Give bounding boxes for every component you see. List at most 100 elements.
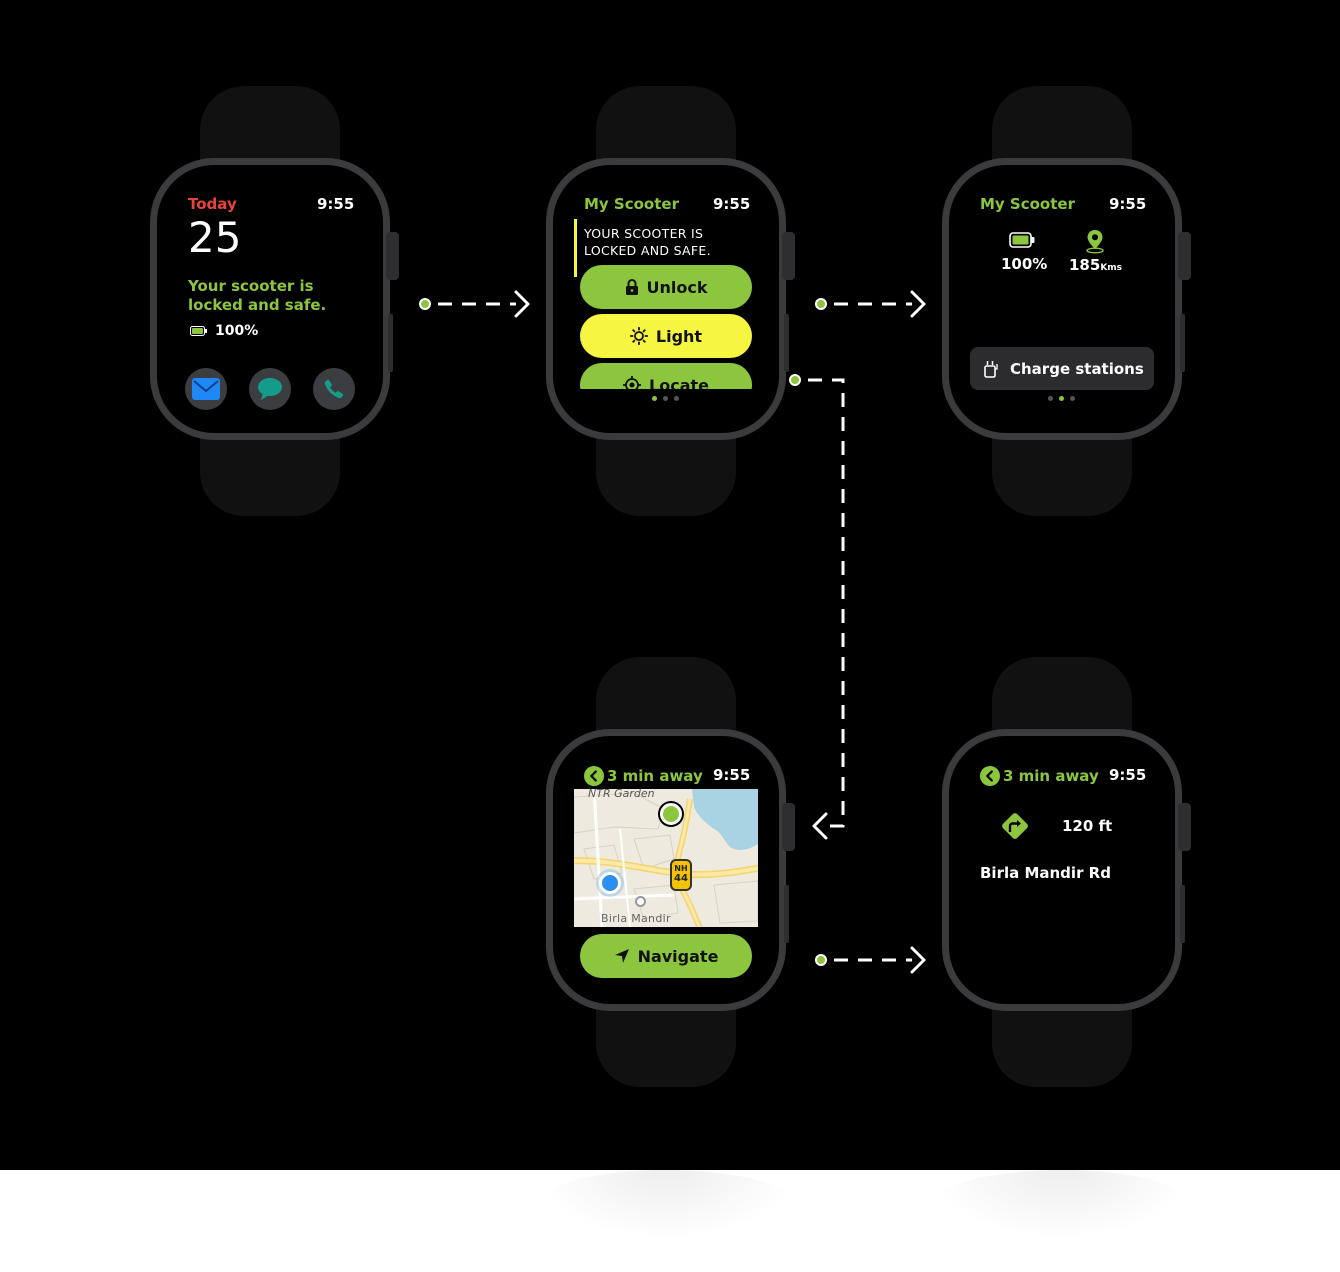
connector-controls-to-status xyxy=(815,290,926,318)
poi-marker xyxy=(635,896,646,907)
ev-charger-icon xyxy=(984,360,998,378)
watch-shadow xyxy=(932,1170,1192,1240)
locate-button[interactable]: Locate xyxy=(580,363,752,389)
street-name: Birla Mandir Rd xyxy=(980,864,1111,882)
side-button[interactable] xyxy=(1180,314,1185,372)
connector-home-to-controls xyxy=(419,290,530,318)
user-location-marker xyxy=(599,872,621,894)
digital-crown[interactable] xyxy=(782,803,795,851)
side-button[interactable] xyxy=(784,314,789,372)
battery-row: 100% xyxy=(190,323,258,339)
eta-label: 3 min away xyxy=(1003,767,1099,785)
back-chevron-icon xyxy=(584,766,604,786)
digital-crown[interactable] xyxy=(1178,232,1191,280)
side-button[interactable] xyxy=(388,314,393,372)
mail-button[interactable] xyxy=(185,368,227,410)
navigate-button[interactable]: Navigate xyxy=(580,934,752,978)
highway-badge-line-2: 44 xyxy=(674,873,688,884)
back-header[interactable]: 3 min away xyxy=(980,766,1099,786)
map-view[interactable]: NTR Garden Birla Mandir NH 44 xyxy=(574,789,758,927)
connector-controls-to-map xyxy=(789,374,845,840)
clock-time: 9:55 xyxy=(1109,195,1147,213)
side-button[interactable] xyxy=(784,885,789,943)
mail-icon xyxy=(192,378,220,400)
navigate-label: Navigate xyxy=(637,946,719,966)
clock-time: 9:55 xyxy=(713,766,751,784)
navigation-arrow-icon xyxy=(614,949,629,963)
page-dot xyxy=(1048,396,1053,401)
charge-stations-label: Charge stations xyxy=(1010,359,1144,378)
side-button[interactable] xyxy=(1180,885,1185,943)
location-pin-icon xyxy=(1086,230,1104,254)
locate-label: Locate xyxy=(649,375,709,390)
flow-connectors xyxy=(419,290,926,974)
highway-badge-line-1: NH xyxy=(674,864,688,873)
phone-icon xyxy=(324,379,344,399)
lock-notice: YOUR SCOOTER IS LOCKED AND SAFE. xyxy=(584,225,711,259)
light-button[interactable]: Light xyxy=(580,314,752,358)
unlock-button[interactable]: Unlock xyxy=(580,265,752,309)
watch-screen: 3 min away 9:55 120 ft Birla Mandir Rd xyxy=(949,736,1175,1004)
day-label: Today xyxy=(188,195,237,213)
app-title: My Scooter xyxy=(980,195,1075,213)
scooter-location-marker[interactable] xyxy=(660,803,682,825)
battery-percent: 100% xyxy=(1001,255,1048,273)
notice-accent-bar xyxy=(574,219,577,277)
flow-canvas: Today 9:55 25 Your scooter is locked and… xyxy=(0,0,1340,1170)
watch-shadow xyxy=(536,1170,796,1240)
watch-map: 3 min away 9:55 xyxy=(546,657,806,1087)
back-chevron-icon xyxy=(980,766,1000,786)
clock-time: 9:55 xyxy=(317,195,355,213)
page-dot xyxy=(1070,396,1075,401)
battery-icon xyxy=(1009,232,1035,248)
watch-screen: My Scooter 9:55 100% 185Kms xyxy=(949,165,1175,433)
turn-distance: 120 ft xyxy=(1062,817,1113,835)
digital-crown[interactable] xyxy=(1178,803,1191,851)
page-dot-active xyxy=(652,396,657,401)
map-label-top: NTR Garden xyxy=(588,789,655,800)
app-title: My Scooter xyxy=(584,195,679,213)
watch-controls: My Scooter 9:55 YOUR SCOOTER IS LOCKED A… xyxy=(546,86,806,516)
day-number: 25 xyxy=(188,213,242,262)
connector-map-to-directions xyxy=(815,946,926,974)
back-header[interactable]: 3 min away xyxy=(584,766,703,786)
page-indicator xyxy=(652,396,679,401)
digital-crown[interactable] xyxy=(782,232,795,280)
watch-directions: 3 min away 9:55 120 ft Birla Mandir Rd xyxy=(942,657,1202,1087)
battery-icon xyxy=(190,326,207,336)
light-label: Light xyxy=(655,326,703,346)
eta-label: 3 min away xyxy=(607,767,703,785)
status-line-1: Your scooter is xyxy=(188,277,314,295)
lock-notice-line-2: LOCKED AND SAFE. xyxy=(584,243,711,258)
page-indicator xyxy=(1048,396,1075,401)
clock-time: 9:55 xyxy=(1109,766,1147,784)
locate-icon xyxy=(623,376,642,389)
watch-status: My Scooter 9:55 100% 185Kms xyxy=(942,86,1202,516)
message-button[interactable] xyxy=(249,368,291,410)
locate-button-clip: Locate xyxy=(580,363,752,389)
status-line-2: locked and safe. xyxy=(188,296,327,314)
charge-stations-button[interactable]: Charge stations xyxy=(970,347,1154,390)
range-unit: Kms xyxy=(1100,263,1123,273)
page-dot xyxy=(663,396,668,401)
range-value: 185 xyxy=(1069,256,1101,274)
sun-icon xyxy=(629,327,648,345)
status-text: Your scooter is locked and safe. xyxy=(188,277,326,315)
watch-screen: 3 min away 9:55 xyxy=(553,736,779,1004)
watch-screen: My Scooter 9:55 YOUR SCOOTER IS LOCKED A… xyxy=(553,165,779,433)
range-readout: 185Kms xyxy=(1069,255,1122,274)
page-dot xyxy=(674,396,679,401)
map-label-bottom: Birla Mandir xyxy=(601,912,671,925)
lock-notice-line-1: YOUR SCOOTER IS xyxy=(584,226,704,241)
highway-badge: NH 44 xyxy=(670,859,692,891)
lock-icon xyxy=(625,279,638,295)
unlock-label: Unlock xyxy=(646,277,708,297)
digital-crown[interactable] xyxy=(386,232,399,280)
page-dot-active xyxy=(1059,396,1064,401)
watch-screen: Today 9:55 25 Your scooter is locked and… xyxy=(157,165,383,433)
clock-time: 9:55 xyxy=(713,195,751,213)
watch-home: Today 9:55 25 Your scooter is locked and… xyxy=(150,86,410,516)
battery-percent: 100% xyxy=(215,323,259,339)
phone-button[interactable] xyxy=(313,368,355,410)
turn-right-icon xyxy=(1002,813,1028,839)
